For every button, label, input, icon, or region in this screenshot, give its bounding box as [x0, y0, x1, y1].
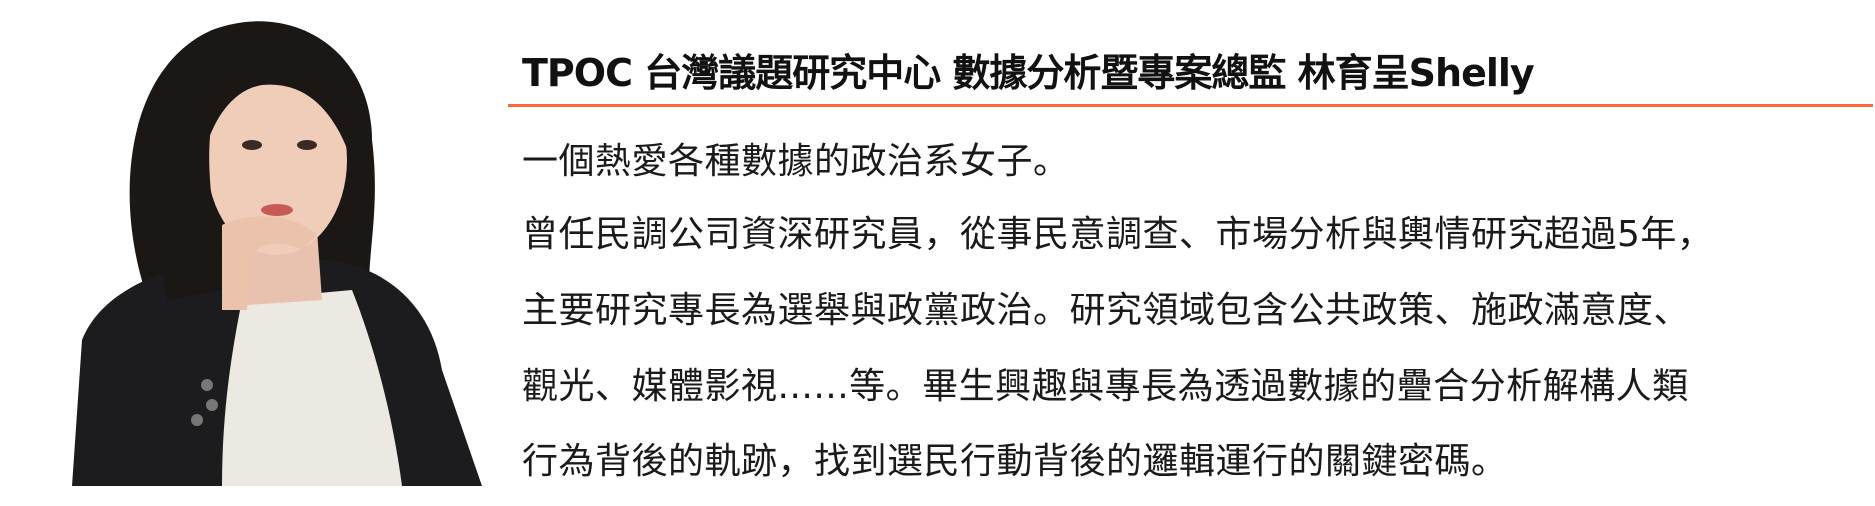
bio-line: 曾任民調公司資深研究員，從事民意調查、市場分析與輿情研究超過5年，	[522, 214, 1714, 255]
bio-line: 觀光、媒體影視......等。畢生興趣與專長為透過數據的疊合分析解構人類	[522, 366, 1689, 407]
bio-line: 一個熱愛各種數據的政治系女子。	[522, 141, 1070, 182]
bio-line: 行為背後的軌跡，找到選民行動背後的邏輯運行的關鍵密碼。	[522, 441, 1508, 482]
profile-photo	[72, 10, 492, 486]
page-title: TPOC 台灣議題研究中心 數據分析暨專案總監 林育呈Shelly	[522, 51, 1535, 95]
title-divider	[508, 104, 1873, 107]
bio-line: 主要研究專長為選舉與政黨政治。研究領域包含公共政策、施政滿意度、	[522, 290, 1691, 331]
